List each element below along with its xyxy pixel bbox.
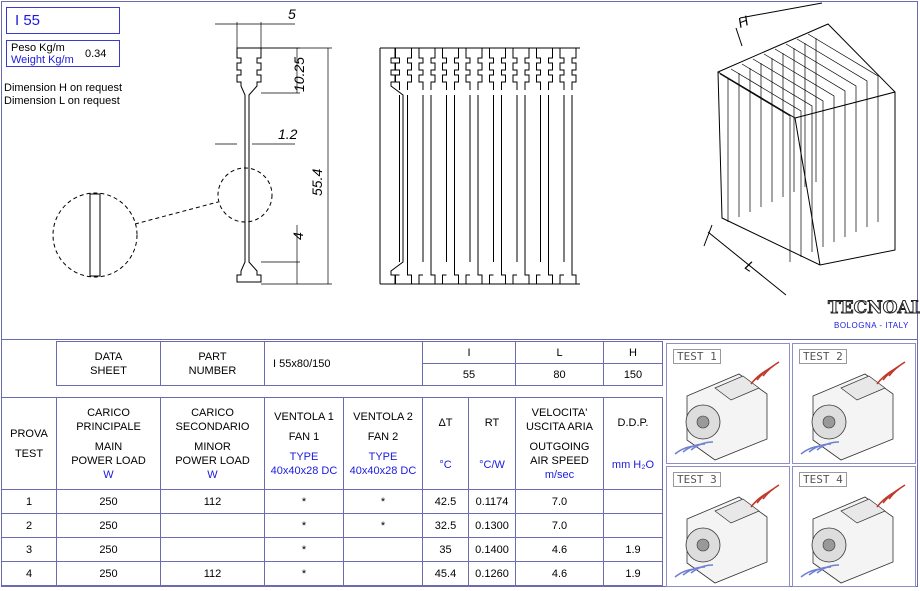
product-name: I 55	[6, 7, 120, 34]
test-illustrations: TEST 1 TEST 2 TEST 3 TEST 4	[664, 341, 918, 587]
fin-profile	[236, 47, 262, 283]
fin	[536, 47, 553, 285]
iso-fin	[796, 38, 868, 227]
col-h-value: 150	[603, 363, 663, 386]
col-h-header: H	[603, 341, 663, 364]
dimension-lines	[215, 22, 332, 285]
header-ddp: D.D.P.mm H₂O	[603, 397, 663, 490]
header-delta-t: ΔT°C	[422, 397, 469, 490]
fin	[418, 47, 436, 285]
header-rt: RT°C/W	[468, 397, 516, 490]
test-tile-4: TEST 4	[792, 466, 916, 587]
fan-heatsink-icon	[800, 484, 906, 584]
fan-heatsink-icon	[800, 361, 906, 461]
brand-location: BOLOGNA - ITALY	[834, 321, 909, 330]
iso-fin	[719, 73, 791, 262]
iso-fin	[752, 58, 824, 247]
weight-label-en: Weight Kg/m	[11, 54, 74, 66]
dim-slot-label: 10.25	[291, 57, 307, 92]
part-value-cell: I 55x80/150	[264, 341, 423, 386]
fan-heatsink-icon	[674, 361, 780, 461]
brand-logo: TECNOAL	[828, 298, 920, 319]
iso-h-label: H	[736, 12, 752, 31]
dim-web-label: 1.2	[278, 126, 298, 142]
test-label-2: TEST 2	[799, 349, 847, 364]
fin	[465, 47, 483, 285]
iso-fin	[785, 43, 857, 232]
test-tile-1: TEST 1	[666, 343, 790, 464]
heatsink-isometric	[703, 2, 896, 296]
iso-fin	[763, 53, 835, 242]
iso-fin	[774, 48, 846, 237]
test-tile-3: TEST 3	[666, 466, 790, 587]
dim-height-label: 55.4	[309, 169, 325, 196]
iso-fin	[807, 33, 879, 222]
fin	[512, 47, 530, 285]
section-divider	[1, 339, 918, 340]
iso-l-label: L	[742, 257, 758, 275]
fin	[395, 47, 412, 285]
col-i-header: I	[422, 341, 516, 364]
fin	[442, 47, 459, 285]
col-l-value: 80	[515, 363, 604, 386]
dim-base-label: 4	[290, 232, 306, 240]
test-tile-2: TEST 2	[792, 343, 916, 464]
technical-drawing: 5 10.25 1.2 55.4 4 H L	[52, 2, 896, 296]
weight-value: 0.34	[85, 48, 107, 60]
dim-top-label: 5	[288, 6, 296, 22]
test-label-4: TEST 4	[799, 472, 847, 487]
col-l-header: L	[515, 341, 604, 364]
fan-heatsink-icon	[674, 484, 780, 584]
note-dimension-l: Dimension L on request	[4, 95, 120, 107]
test-label-1: TEST 1	[673, 349, 721, 364]
weight-label-it: Peso Kg/m	[11, 42, 65, 54]
note-dimension-h: Dimension H on request	[4, 82, 123, 94]
weight-box: Peso Kg/m Weight Kg/m 0.34	[6, 40, 120, 67]
fin	[559, 47, 577, 285]
iso-fin	[741, 63, 813, 252]
iso-fin	[730, 68, 802, 257]
test-label-3: TEST 3	[673, 472, 721, 487]
fin	[489, 47, 506, 285]
col-i-value: 55	[422, 363, 516, 386]
